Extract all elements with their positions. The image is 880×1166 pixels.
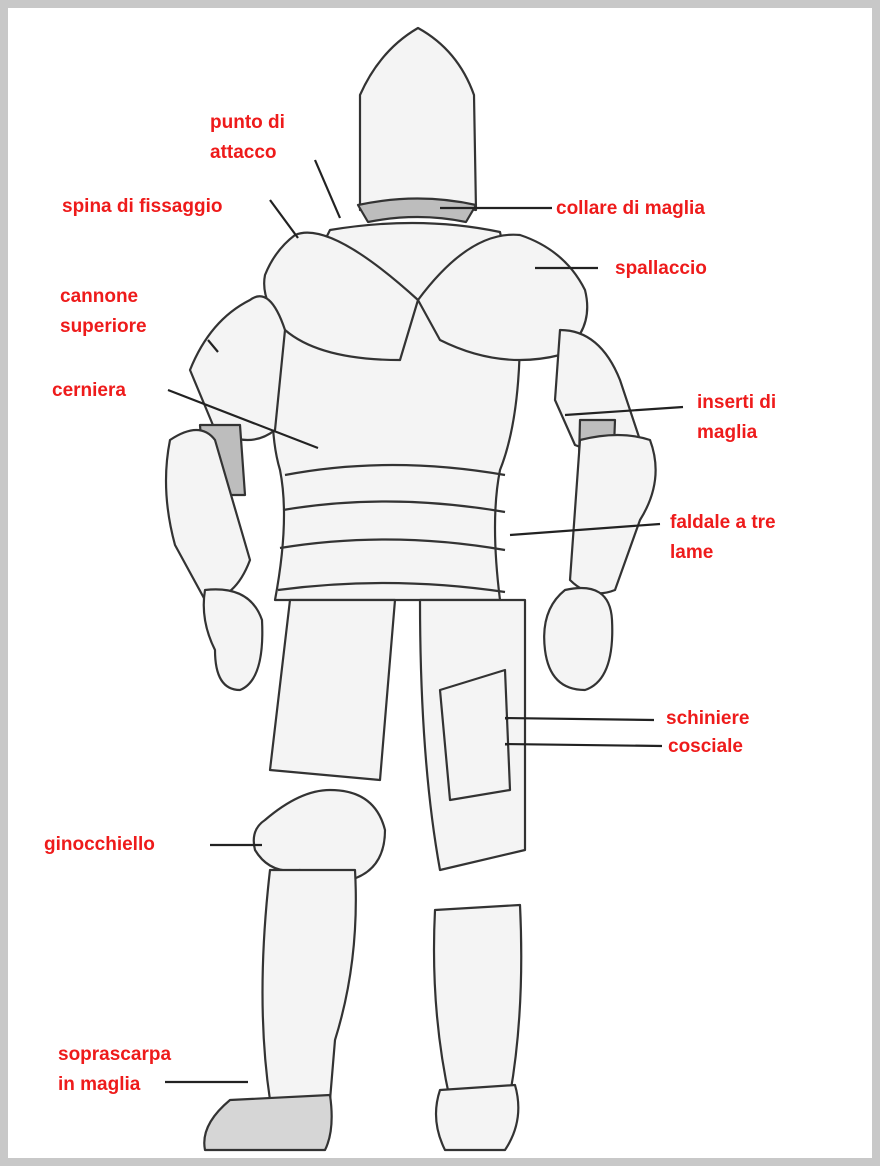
label-cannone-superiore: cannone superiore [60, 282, 147, 342]
label-inserti-di-maglia: inserti di maglia [697, 388, 776, 448]
right-sabaton [436, 1085, 518, 1150]
left-gauntlet [204, 589, 263, 690]
mail-collar [358, 199, 476, 223]
left-sabaton [204, 1095, 331, 1150]
left-cuisse [270, 600, 395, 780]
label-soprascarpa-in-maglia: soprascarpa in maglia [58, 1040, 171, 1100]
knee-cop [254, 790, 385, 880]
left-upper-cannon [190, 296, 285, 440]
right-cuisse-lames [440, 670, 510, 800]
right-greave [434, 905, 521, 1100]
label-ginocchiello: ginocchiello [44, 830, 155, 860]
helmet [360, 28, 476, 210]
label-punto-di-attacco: punto di attacco [210, 108, 285, 168]
label-cosciale: cosciale [668, 732, 743, 762]
label-spina-di-fissaggio: spina di fissaggio [62, 192, 222, 222]
label-collare-di-maglia: collare di maglia [556, 194, 705, 224]
label-schiniere: schiniere [666, 704, 749, 734]
right-gauntlet [544, 588, 612, 690]
label-spallaccio: spallaccio [615, 254, 707, 284]
label-cerniera: cerniera [52, 376, 126, 406]
label-faldale-a-tre-lame: faldale a tre lame [670, 508, 776, 568]
left-greave [263, 870, 356, 1100]
right-vambrace [570, 435, 656, 593]
